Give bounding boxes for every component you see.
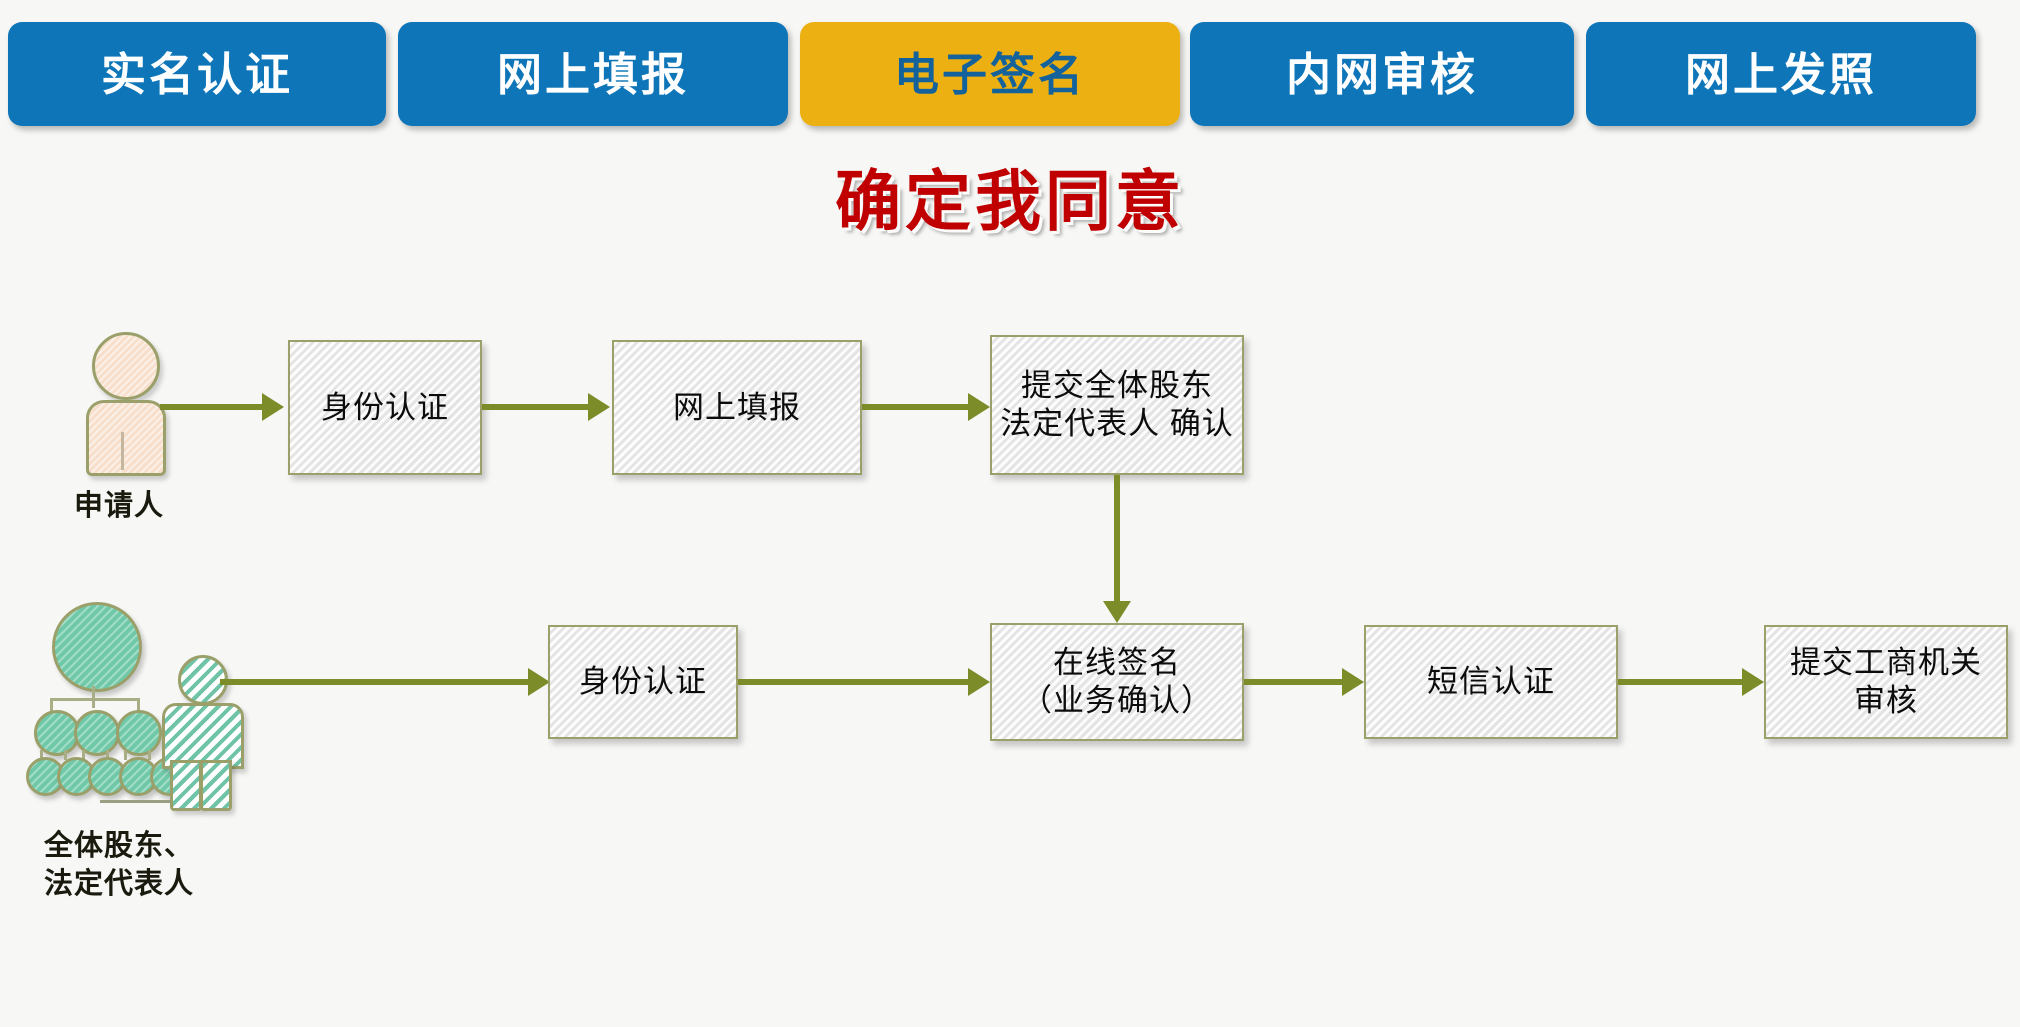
person-leg-divider-icon xyxy=(121,432,124,470)
step-box-r2-sms-auth[interactable]: 短信认证 xyxy=(1364,625,1618,739)
step-label: 在线签名 （业务确认） xyxy=(1021,645,1213,718)
tab-dianzi-qianming[interactable]: 电子签名 xyxy=(800,22,1180,126)
tab-shiming-renzheng[interactable]: 实名认证 xyxy=(8,22,386,126)
step-label: 身份认证 xyxy=(579,664,707,700)
step-label: 提交全体股东 法定代表人 确认 xyxy=(1000,368,1234,441)
org-link-icon xyxy=(50,698,140,701)
step-box-r2-online-sign[interactable]: 在线签名 （业务确认） xyxy=(990,623,1244,741)
page-title: 确定我同意 xyxy=(835,164,1185,238)
org-link-icon xyxy=(137,698,140,712)
tab-wangshang-fazhao[interactable]: 网上发照 xyxy=(1586,22,1976,126)
step-label: 身份认证 xyxy=(321,389,449,425)
actor-baseline-icon xyxy=(100,800,215,803)
org-link-icon xyxy=(148,750,151,760)
process-tab-bar: 实名认证 网上填报 电子签名 内网审核 网上发照 xyxy=(0,22,2020,126)
org-link-icon xyxy=(64,750,67,760)
step-label: 短信认证 xyxy=(1427,664,1555,700)
person-body-icon xyxy=(86,400,166,476)
step-box-r1-online-form[interactable]: 网上填报 xyxy=(612,340,862,475)
step-box-r1-submit-confirm[interactable]: 提交全体股东 法定代表人 确认 xyxy=(990,335,1244,475)
org-mid-node-icon xyxy=(74,710,120,756)
org-link-icon xyxy=(124,750,127,760)
step-label: 网上填报 xyxy=(673,389,801,425)
shareholder-person-leg-icon xyxy=(170,760,202,811)
org-mid-node-icon xyxy=(116,710,162,756)
tab-neiwang-shenhe[interactable]: 内网审核 xyxy=(1190,22,1574,126)
actor-label-applicant: 申请人 xyxy=(74,490,165,522)
actor-label-shareholders: 全体股东、 法定代表人 xyxy=(44,830,195,900)
org-link-icon xyxy=(50,698,53,712)
tab-label: 网上发照 xyxy=(1684,48,1877,100)
tab-label: 实名认证 xyxy=(100,48,293,100)
shareholder-person-torso-icon xyxy=(162,703,244,769)
step-box-r1-identity[interactable]: 身份认证 xyxy=(288,340,482,475)
tab-label: 电子签名 xyxy=(893,48,1086,100)
step-label: 提交工商机关 审核 xyxy=(1790,645,1982,718)
org-mid-node-icon xyxy=(34,710,80,756)
org-link-icon xyxy=(82,750,85,760)
step-box-r2-identity[interactable]: 身份认证 xyxy=(548,625,738,739)
shareholder-person-leg-icon xyxy=(200,760,232,811)
org-link-icon xyxy=(40,750,43,760)
org-root-node-icon xyxy=(52,602,142,692)
person-head-icon xyxy=(92,332,160,400)
tab-wangshang-tianbao[interactable]: 网上填报 xyxy=(398,22,788,126)
org-link-icon xyxy=(106,750,109,760)
org-link-icon xyxy=(92,686,95,708)
shareholder-person-head-icon xyxy=(178,655,228,705)
tab-label: 网上填报 xyxy=(496,48,689,100)
tab-label: 内网审核 xyxy=(1285,48,1478,100)
step-box-r2-submit-authority[interactable]: 提交工商机关 审核 xyxy=(1764,625,2008,739)
